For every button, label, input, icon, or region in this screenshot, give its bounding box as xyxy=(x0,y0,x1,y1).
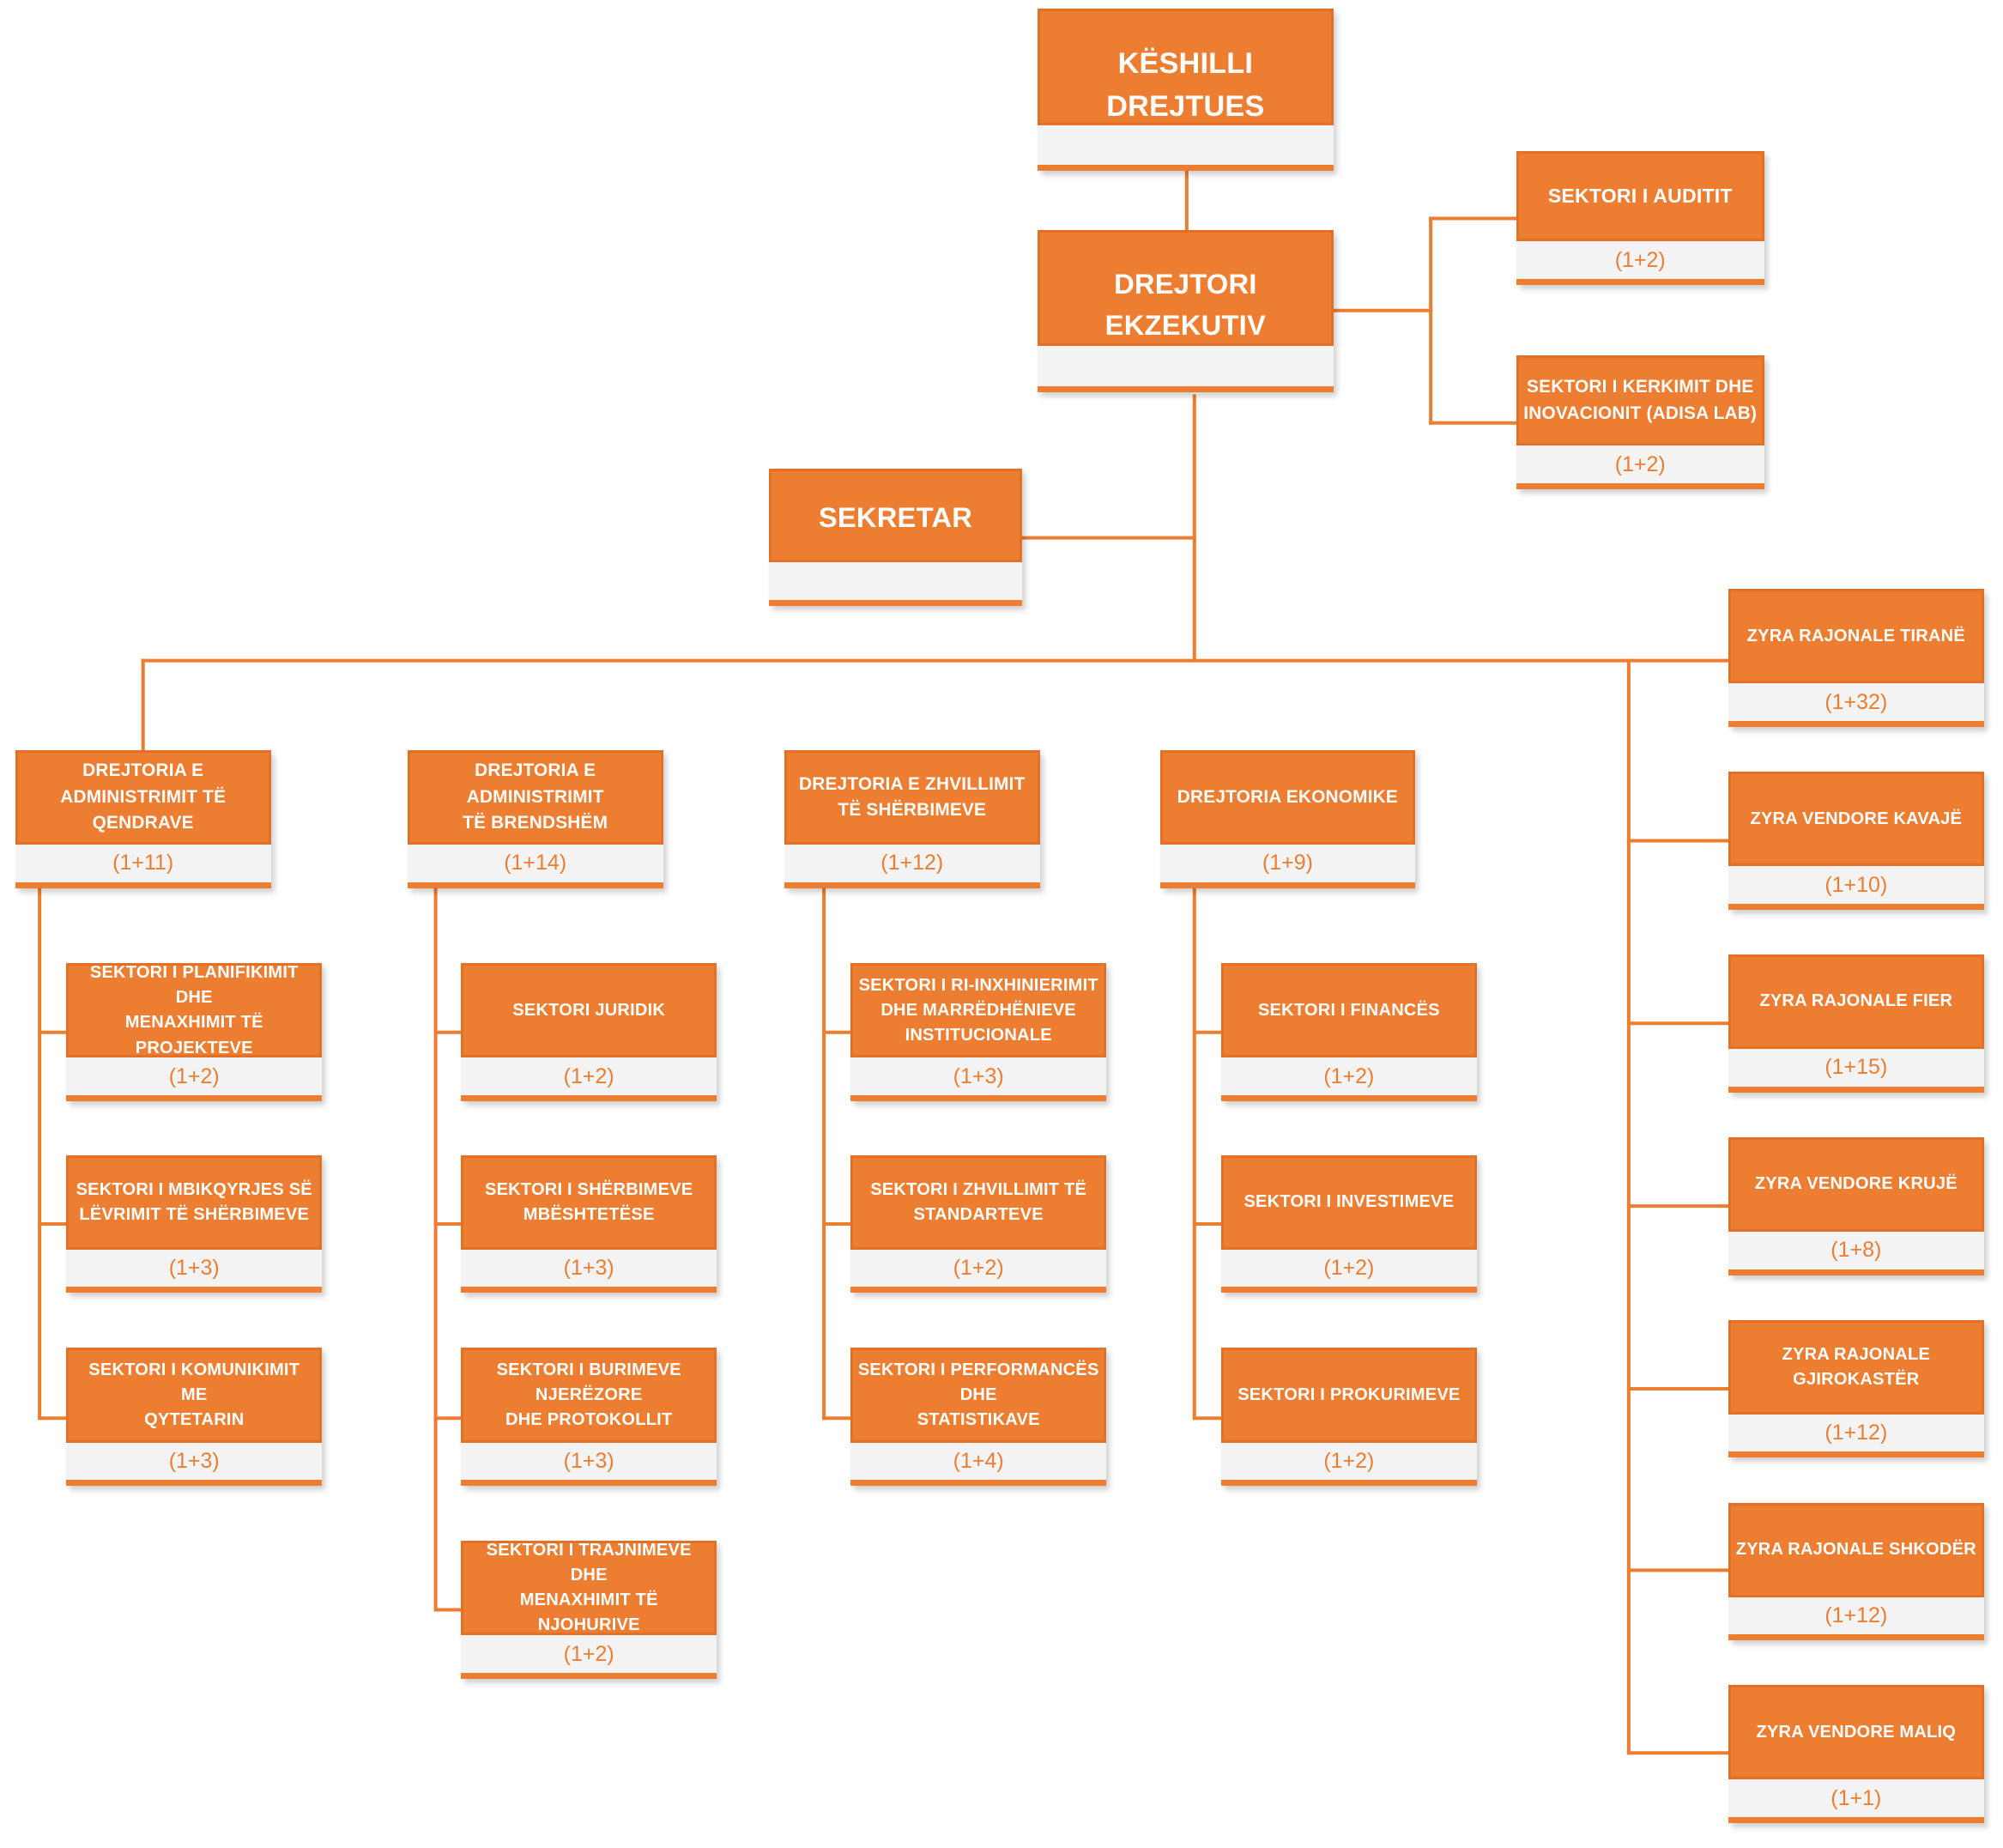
org-box-title: SEKTORI I FINANCËS xyxy=(1221,963,1477,1058)
org-box-performances: SEKTORI I PERFORMANCËS DHE STATISTIKAVE (… xyxy=(850,1348,1107,1487)
org-box-count: (1+14) xyxy=(504,851,567,876)
org-box-count: (1+15) xyxy=(1824,1055,1888,1080)
org-box-prokurimeve: SEKTORI I PROKURIMEVE (1+2) xyxy=(1221,1348,1477,1487)
org-box-title: DREJTORIA E ADMINISTRIMIT TË BRENDSHËM xyxy=(407,749,663,845)
org-box-count: (1+2) xyxy=(563,1641,614,1666)
org-box-komunikimit: SEKTORI I KOMUNIKIMIT ME QYTETARIN (1+3) xyxy=(66,1348,323,1487)
org-box-count: (1+32) xyxy=(1824,689,1888,714)
org-box-count: (1+2) xyxy=(1614,451,1666,476)
org-box-title: DREJTORIA E ZHVILLIMIT TË SHËRBIMEVE xyxy=(784,749,1040,845)
org-box-title: SEKTORI I MBIKQYRJES SË LËVRIMIT TË SHËR… xyxy=(66,1154,323,1250)
org-box-title: ZYRA VENDORE MALIQ xyxy=(1728,1685,1984,1780)
org-box-count: (1+2) xyxy=(168,1063,220,1088)
org-box-title: ZYRA RAJONALE TIRANË xyxy=(1728,589,1984,684)
org-box-count: (1+3) xyxy=(563,1448,614,1473)
org-box-dir-brendshem: DREJTORIA E ADMINISTRIMIT TË BRENDSHËM (1… xyxy=(407,749,663,888)
org-box-standarteve: SEKTORI I ZHVILLIMIT TË STANDARTEVE (1+2) xyxy=(850,1154,1107,1294)
org-box-title: DREJTORI EKZEKUTIV xyxy=(1037,229,1334,347)
org-box-count: (1+9) xyxy=(1262,851,1313,876)
org-box-count: (1+12) xyxy=(1824,1421,1888,1445)
org-box-count: (1+2) xyxy=(1323,1448,1375,1473)
org-box-count: (1+2) xyxy=(563,1063,614,1088)
org-box-sekretar: SEKRETAR xyxy=(769,469,1022,606)
org-box-investimeve: SEKTORI I INVESTIMEVE (1+2) xyxy=(1221,1154,1477,1294)
org-box-title: SEKTORI I AUDITIT xyxy=(1516,150,1764,242)
org-box-title: SEKRETAR xyxy=(769,469,1022,562)
org-box-title: SEKTORI JURIDIK xyxy=(461,963,717,1058)
org-box-count: (1+1) xyxy=(1831,1785,1882,1810)
org-box-juridik: SEKTORI JURIDIK (1+2) xyxy=(461,963,717,1102)
org-box-count: (1+3) xyxy=(953,1063,1004,1088)
org-box-title: ZYRA RAJONALE SHKODËR xyxy=(1728,1502,1984,1597)
org-box-count: (1+3) xyxy=(168,1448,220,1473)
org-box-kavaje: ZYRA VENDORE KAVAJË (1+10) xyxy=(1728,772,1984,910)
org-box-title: SEKTORI I KERKIMIT DHE INOVACIONIT (ADIS… xyxy=(1516,354,1764,446)
org-box-title: SEKTORI I PROKURIMEVE xyxy=(1221,1348,1477,1443)
org-box-count xyxy=(1038,346,1334,386)
org-box-title: DREJTORIA E ADMINISTRIMIT TË QENDRAVE xyxy=(15,749,271,845)
org-box-count: (1+2) xyxy=(1614,247,1666,272)
org-box-count: (1+3) xyxy=(168,1256,220,1281)
org-box-shkoder: ZYRA RAJONALE SHKODËR (1+12) xyxy=(1728,1502,1984,1641)
org-box-count: (1+2) xyxy=(953,1256,1004,1281)
org-box-title: SEKTORI I BURIMEVE NJERËZORE DHE PROTOKO… xyxy=(461,1348,717,1443)
org-box-burimeve: SEKTORI I BURIMEVE NJERËZORE DHE PROTOKO… xyxy=(461,1348,717,1487)
org-box-tirane: ZYRA RAJONALE TIRANË (1+32) xyxy=(1728,589,1984,727)
org-box-count: (1+2) xyxy=(1323,1256,1375,1281)
org-box-title: ZYRA VENDORE KAVAJË xyxy=(1728,772,1984,867)
org-box-riinxhinierimit: SEKTORI I RI-INXHINIERIMIT DHE MARRËDHËN… xyxy=(850,963,1107,1102)
org-box-count: (1+8) xyxy=(1831,1238,1882,1263)
org-box-count xyxy=(769,562,1022,600)
org-box-title: ZYRA RAJONALE FIER xyxy=(1728,954,1984,1050)
org-box-title: DREJTORIA EKONOMIKE xyxy=(1159,749,1416,845)
org-box-mbikqyrjes: SEKTORI I MBIKQYRJES SË LËVRIMIT TË SHËR… xyxy=(66,1154,323,1294)
org-box-title: SEKTORI I PERFORMANCËS DHE STATISTIKAVE xyxy=(850,1348,1107,1443)
org-box-count: (1+10) xyxy=(1824,872,1888,897)
org-box-kerkimi: SEKTORI I KERKIMIT DHE INOVACIONIT (ADIS… xyxy=(1516,354,1764,490)
org-box-count: (1+4) xyxy=(953,1448,1004,1473)
org-box-finances: SEKTORI I FINANCËS (1+2) xyxy=(1221,963,1477,1102)
org-box-title: SEKTORI I SHËRBIMEVE MBËSHTETËSE xyxy=(461,1154,717,1250)
org-box-title: SEKTORI I INVESTIMEVE xyxy=(1221,1154,1477,1250)
org-box-planifikimit: SEKTORI I PLANIFIKIMIT DHE MENAXHIMIT TË… xyxy=(66,963,323,1102)
org-box-drejtori: DREJTORI EKZEKUTIV xyxy=(1037,229,1334,392)
org-box-fier: ZYRA RAJONALE FIER (1+15) xyxy=(1728,954,1984,1093)
org-box-dir-zhvillimit: DREJTORIA E ZHVILLIMIT TË SHËRBIMEVE (1+1… xyxy=(784,749,1040,888)
org-box-trajnimeve: SEKTORI I TRAJNIMEVE DHE MENAXHIMIT TË N… xyxy=(461,1541,717,1679)
org-box-count: (1+2) xyxy=(1323,1063,1375,1088)
org-box-title: SEKTORI I RI-INXHINIERIMIT DHE MARRËDHËN… xyxy=(850,963,1107,1058)
org-box-count: (1+3) xyxy=(563,1256,614,1281)
org-box-sherbimeve-mb: SEKTORI I SHËRBIMEVE MBËSHTETËSE (1+3) xyxy=(461,1154,717,1294)
org-box-gjirokaster: ZYRA RAJONALE GJIROKASTËR (1+12) xyxy=(1728,1319,1984,1458)
org-box-count: (1+12) xyxy=(880,851,944,876)
org-box-keshilli: KËSHILLI DREJTUES xyxy=(1037,9,1334,172)
org-box-title: ZYRA RAJONALE GJIROKASTËR xyxy=(1728,1319,1984,1415)
org-box-auditi: SEKTORI I AUDITIT (1+2) xyxy=(1516,150,1764,285)
org-box-title: SEKTORI I KOMUNIKIMIT ME QYTETARIN xyxy=(66,1348,323,1443)
org-box-dir-ekonomike: DREJTORIA EKONOMIKE (1+9) xyxy=(1159,749,1416,888)
org-box-title: KËSHILLI DREJTUES xyxy=(1037,9,1334,125)
org-box-dir-qendrave: DREJTORIA E ADMINISTRIMIT TË QENDRAVE (1+… xyxy=(15,749,271,888)
org-box-kruje: ZYRA VENDORE KRUJË (1+8) xyxy=(1728,1136,1984,1275)
org-box-title: ZYRA VENDORE KRUJË xyxy=(1728,1136,1984,1232)
org-box-title: SEKTORI I ZHVILLIMIT TË STANDARTEVE xyxy=(850,1154,1107,1250)
org-box-title: SEKTORI I PLANIFIKIMIT DHE MENAXHIMIT TË… xyxy=(66,963,323,1058)
org-box-count: (1+11) xyxy=(112,851,174,876)
org-box-title: SEKTORI I TRAJNIMEVE DHE MENAXHIMIT TË N… xyxy=(461,1541,717,1636)
org-box-count: (1+12) xyxy=(1824,1603,1888,1627)
org-box-count xyxy=(1038,125,1334,166)
org-box-maliq: ZYRA VENDORE MALIQ (1+1) xyxy=(1728,1685,1984,1824)
